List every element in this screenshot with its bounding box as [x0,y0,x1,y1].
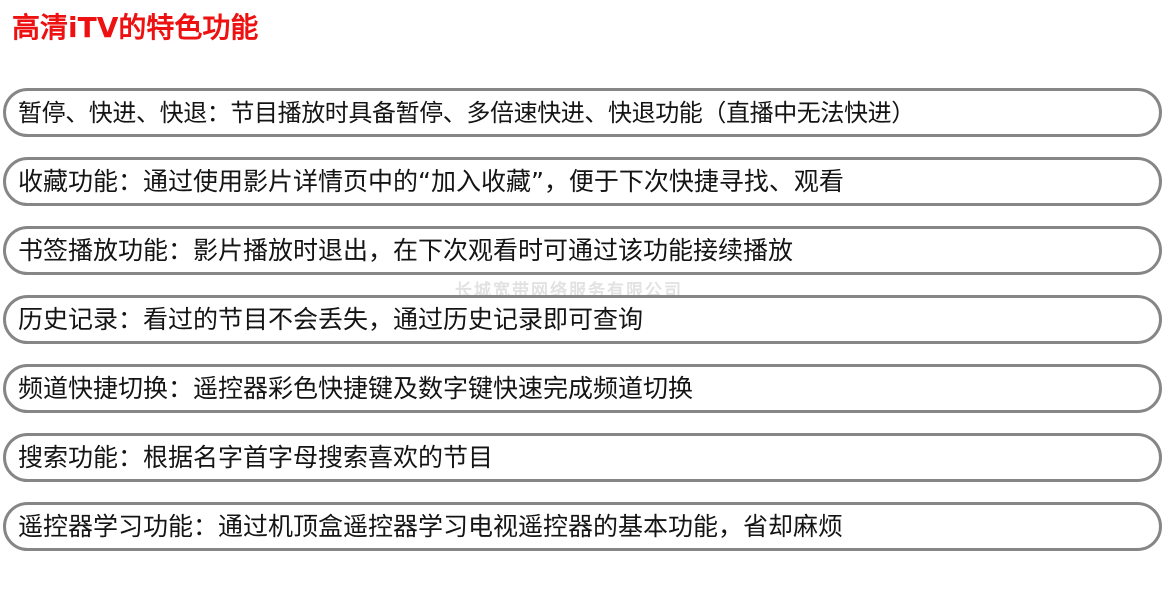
feature-label: 收藏功能：通过使用影片详情页中的“加入收藏”，便于下次快捷寻找、观看 [18,166,844,196]
feature-list: 暂停、快进、快退：节目播放时具备暂停、多倍速快进、快退功能（直播中无法快进） 收… [3,88,1163,551]
list-item: 遥控器学习功能：通过机顶盒遥控器学习电视遥控器的基本功能，省却麻烦 [3,502,1162,551]
list-item: 频道快捷切换：遥控器彩色快捷键及数字键快速完成频道切换 [3,364,1162,413]
feature-label: 搜索功能：根据名字首字母搜索喜欢的节目 [18,442,494,472]
feature-label: 暂停、快进、快退：节目播放时具备暂停、多倍速快进、快退功能（直播中无法快进） [18,98,915,127]
feature-label: 历史记录：看过的节目不会丢失，通过历史记录即可查询 [18,304,644,334]
page-title: 高清iTV的特色功能 [12,11,259,44]
list-item: 书签播放功能：影片播放时退出，在下次观看时可通过该功能接续播放 [3,226,1162,275]
feature-label: 遥控器学习功能：通过机顶盒遥控器学习电视遥控器的基本功能，省却麻烦 [18,511,844,541]
feature-label: 频道快捷切换：遥控器彩色快捷键及数字键快速完成频道切换 [18,373,694,403]
feature-label: 书签播放功能：影片播放时退出，在下次观看时可通过该功能接续播放 [18,235,794,265]
list-item: 暂停、快进、快退：节目播放时具备暂停、多倍速快进、快退功能（直播中无法快进） [3,88,1162,137]
list-item: 搜索功能：根据名字首字母搜索喜欢的节目 [3,433,1162,482]
list-item: 收藏功能：通过使用影片详情页中的“加入收藏”，便于下次快捷寻找、观看 [3,157,1162,206]
list-item: 历史记录：看过的节目不会丢失，通过历史记录即可查询 [3,295,1162,344]
